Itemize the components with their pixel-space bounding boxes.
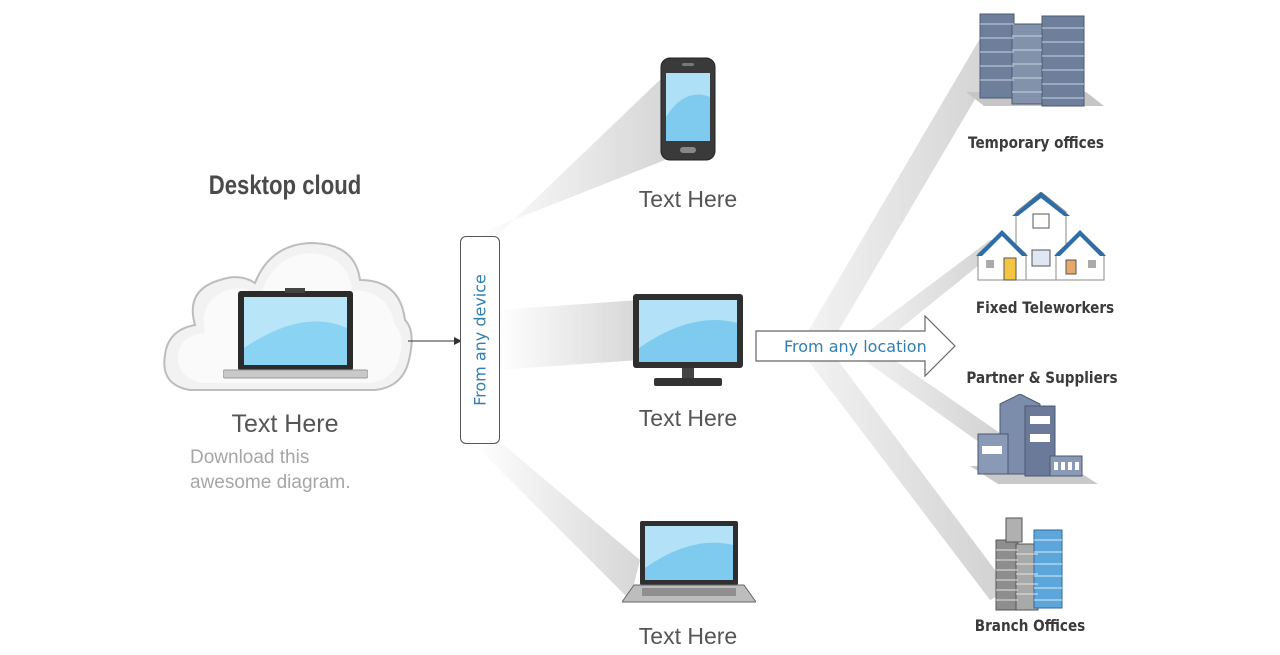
device-connector: From any device	[460, 236, 500, 444]
cloud-subcaption-line1: Download this	[190, 447, 310, 468]
cloud-laptop-icon	[223, 288, 368, 379]
beam-to-laptop	[475, 440, 640, 600]
page-title: Desktop cloud	[208, 170, 362, 200]
smartphone-icon	[660, 57, 716, 161]
cloud-subcaption-line2: awesome diagram.	[190, 472, 351, 493]
skyscrapers-icon	[966, 13, 1104, 107]
device-connector-label: From any device	[470, 274, 490, 406]
location-label-branch: Branch Offices	[974, 616, 1086, 635]
beam-to-branch	[800, 350, 1010, 600]
device-caption-phone: Text Here	[638, 186, 738, 212]
factory-icon	[970, 394, 1098, 484]
beam-to-temporary	[800, 30, 1010, 345]
beam-to-monitor	[498, 300, 640, 370]
beam-to-partners	[850, 350, 1010, 450]
beam-to-phone	[475, 75, 665, 235]
cloud-caption: Text Here	[231, 410, 339, 438]
cloud-to-device-arrow	[408, 337, 462, 345]
device-caption-laptop: Text Here	[638, 623, 738, 649]
location-label-partners: Partner & Suppliers	[966, 368, 1118, 387]
laptop-icon	[622, 521, 756, 603]
location-arrow	[755, 315, 956, 377]
monitor-icon	[633, 294, 743, 386]
beam-to-teleworkers	[850, 240, 1010, 345]
location-arrow-label: From any location	[784, 337, 927, 356]
location-label-teleworkers: Fixed Teleworkers	[975, 298, 1115, 317]
office-towers-icon	[995, 517, 1063, 611]
houses-icon	[976, 192, 1106, 281]
device-caption-monitor: Text Here	[638, 405, 738, 431]
location-label-temporary: Temporary offices	[967, 133, 1105, 152]
